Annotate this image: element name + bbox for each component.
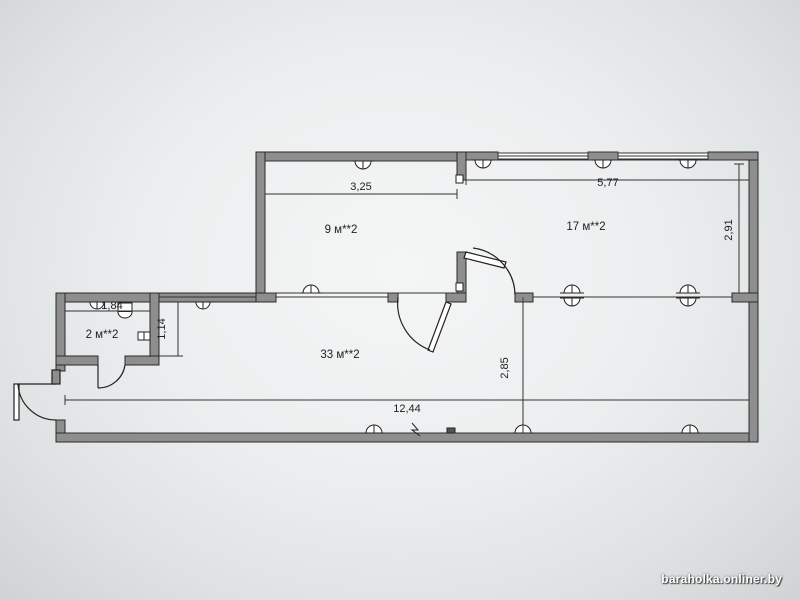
wall-bottom-small <box>55 355 99 366</box>
ceiling-lamp-icon <box>676 284 700 307</box>
wall-room17-bottom-b <box>731 292 759 303</box>
door-swing-icon <box>13 369 61 421</box>
doors <box>13 247 516 421</box>
door-swing-icon <box>97 364 126 389</box>
wall-top-room17-a <box>465 151 499 161</box>
wall-lamp-icon <box>300 284 322 294</box>
door-swing-icon <box>463 247 516 296</box>
wall-room9-bottom-b <box>387 292 399 303</box>
dimension-lines <box>64 163 750 433</box>
dimension-label: 5,77 <box>597 177 618 189</box>
area-label: 33 м**2 <box>320 349 359 361</box>
dimension-label: 3,25 <box>350 181 371 193</box>
wall-lamp-icon <box>363 424 385 434</box>
other-fixtures <box>410 174 464 437</box>
wall-lamp-icon <box>87 301 107 310</box>
wall-top-room9 <box>255 151 467 162</box>
door-swing-icon <box>397 296 452 353</box>
switch-icon <box>455 282 464 292</box>
wall-left-room9 <box>255 151 266 303</box>
dimension-label: 2,91 <box>723 219 735 240</box>
wall-lamp-icon <box>592 159 614 169</box>
dimension-label: 2,85 <box>499 357 511 378</box>
wall-lamp-icon <box>472 159 494 169</box>
dimension-label: 12,44 <box>393 403 421 415</box>
ceiling-lamp-icon <box>560 284 584 307</box>
wall-lamp-icon <box>193 301 213 310</box>
wall-bottom <box>55 432 759 443</box>
wall-lamp-icon <box>352 160 374 170</box>
wall-room17-bottom-a <box>514 292 534 303</box>
wall-lamp-icon <box>677 159 699 169</box>
radiator-icon <box>446 427 456 434</box>
wall-room9-bottom-a <box>255 292 277 303</box>
thin-lines <box>65 159 749 434</box>
windows <box>497 151 709 161</box>
dimension-label: 1,14 <box>156 318 168 339</box>
area-label: 2 м**2 <box>86 329 119 341</box>
labels: 3,25 9 м**2 5,77 17 м**2 2,91 1,84 2 м**… <box>86 177 735 415</box>
entry-mark-icon <box>410 422 421 437</box>
area-label: 17 м**2 <box>566 221 605 233</box>
wall-lamp-icon <box>679 424 701 434</box>
small-room-fixtures <box>117 302 151 341</box>
watermark: baraholka.onliner.by <box>661 572 782 586</box>
area-label: 9 м**2 <box>325 224 358 236</box>
wall-room9-bottom-c <box>445 292 467 303</box>
switch-icon <box>455 174 464 184</box>
dimension-label: 1,84 <box>101 300 122 312</box>
wall-bottom-small-2 <box>124 355 160 366</box>
window-mullion <box>587 151 619 161</box>
wall-top-room17-b <box>707 151 759 161</box>
